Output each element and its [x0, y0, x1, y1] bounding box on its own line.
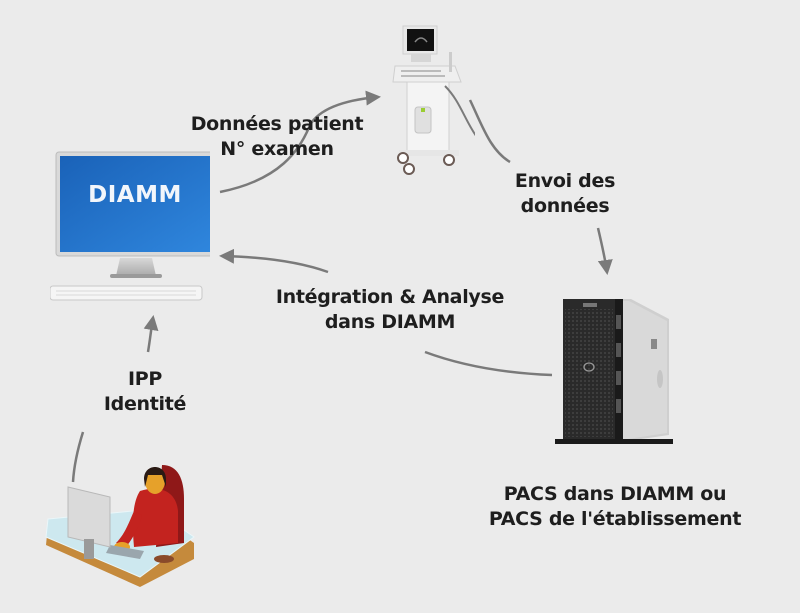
arrow-operator-to-workstation — [143, 315, 159, 353]
label-send-data-line2: données — [520, 195, 610, 217]
label-integration-line2: dans DIAMM — [324, 311, 456, 333]
arrow-workstation-to-ultrasound — [219, 90, 381, 194]
operator-at-desk — [44, 455, 209, 590]
label-send-data-line1: Envoi des — [514, 170, 616, 192]
screen-label: DIAMM — [88, 182, 182, 208]
label-pacs: PACS dans DIAMM ou PACS de l'établisseme… — [470, 482, 760, 532]
monitor-icon — [49, 151, 215, 301]
receptionist-icon — [45, 465, 195, 587]
label-send-data: Envoi des données — [490, 169, 640, 219]
arrow-server-to-workstation-tail — [424, 350, 553, 377]
label-integration: Intégration & Analyse dans DIAMM — [255, 285, 525, 335]
arrow-server-to-workstation — [219, 248, 329, 274]
arrow-ultrasound-to-server — [468, 99, 511, 164]
label-integration-line1: Intégration & Analyse — [275, 286, 505, 308]
arrow-operator-tail — [71, 431, 85, 483]
label-pacs-line1: PACS dans DIAMM ou — [503, 483, 727, 505]
label-patient-data: Données patient N° examen — [172, 112, 382, 162]
ultrasound-machine — [385, 22, 480, 177]
label-patient-data-line1: Données patient — [190, 113, 364, 135]
diamm-workstation: DIAMM — [49, 150, 215, 310]
pacs-server — [555, 295, 675, 445]
label-identity-line1: IPP — [127, 368, 163, 390]
arrow-ultrasound-to-server-head — [596, 227, 613, 275]
server-icon — [555, 299, 673, 444]
label-patient-data-line2: N° examen — [220, 138, 334, 160]
label-identity: IPP Identité — [90, 367, 200, 417]
label-pacs-line2: PACS de l'établissement — [488, 508, 742, 530]
label-identity-line2: Identité — [103, 393, 187, 415]
ultrasound-icon — [392, 25, 480, 175]
